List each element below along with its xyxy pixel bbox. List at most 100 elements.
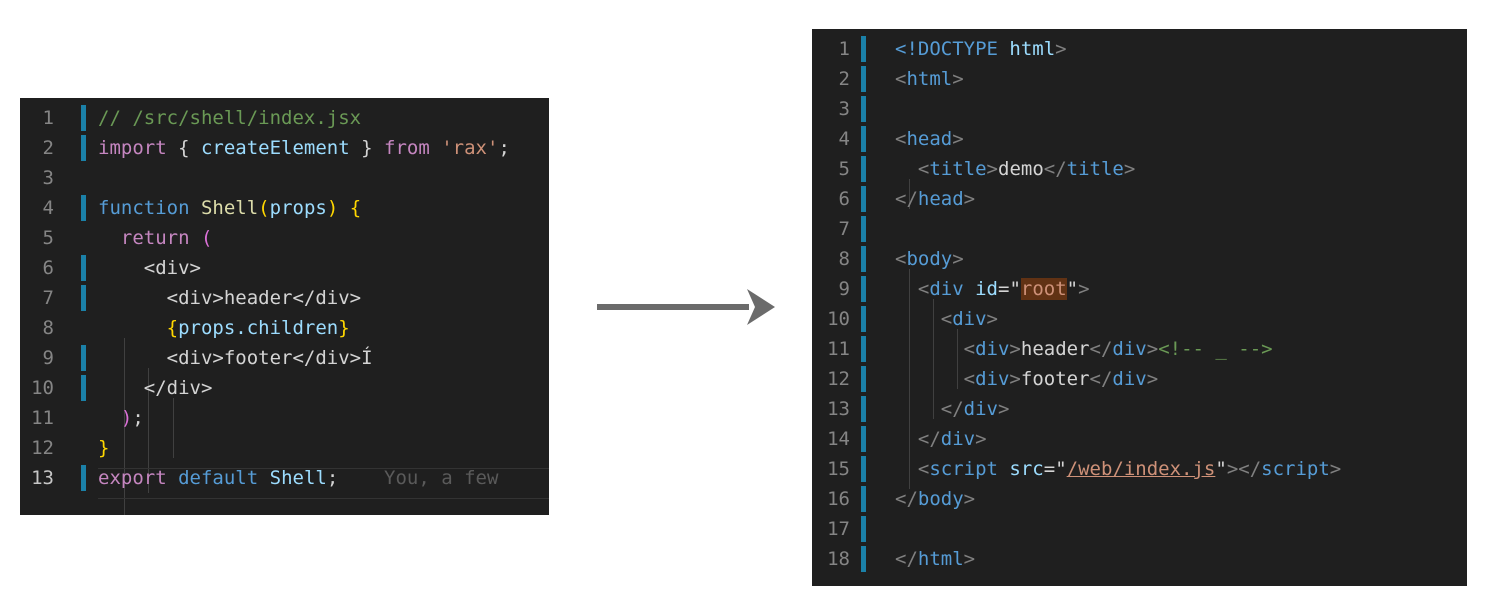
code-line[interactable]: 11 );: [20, 403, 549, 433]
git-change-marker[interactable]: [861, 126, 866, 152]
code-line[interactable]: 3: [812, 94, 1467, 124]
git-change-marker[interactable]: [861, 66, 866, 92]
code-line[interactable]: 8<body>: [812, 244, 1467, 274]
code-line[interactable]: 7: [812, 214, 1467, 244]
tag-bracket: >: [986, 308, 998, 330]
git-change-marker[interactable]: [861, 426, 866, 452]
line-number[interactable]: 8: [42, 317, 54, 339]
code-line[interactable]: 14 </div>: [812, 424, 1467, 454]
code-line[interactable]: 12}: [20, 433, 549, 463]
code-line[interactable]: 9 <div>footer</div>Í: [20, 343, 549, 373]
line-number[interactable]: 12: [31, 437, 54, 459]
git-change-marker[interactable]: [861, 486, 866, 512]
git-change-marker[interactable]: [861, 546, 866, 572]
git-change-marker[interactable]: [81, 375, 86, 401]
keyword-default: default: [178, 467, 259, 489]
line-number[interactable]: 15: [827, 458, 850, 480]
git-change-marker[interactable]: [861, 456, 866, 482]
line-number[interactable]: 2: [42, 137, 54, 159]
line-number[interactable]: 5: [838, 158, 850, 180]
code-line[interactable]: 15 <script src="/web/index.js"></script>: [812, 454, 1467, 484]
code-line[interactable]: 9 <div id="root">: [812, 274, 1467, 304]
git-change-marker[interactable]: [861, 336, 866, 362]
line-number[interactable]: 6: [42, 257, 54, 279]
line-number[interactable]: 12: [827, 368, 850, 390]
code-line[interactable]: 13 </div>: [812, 394, 1467, 424]
line-number[interactable]: 2: [838, 68, 850, 90]
code-line[interactable]: 11 <div>header</div><!-- _ -->: [812, 334, 1467, 364]
line-number[interactable]: 7: [42, 287, 54, 309]
jsx-tag: <div>: [166, 287, 224, 309]
code-line[interactable]: 18</html>: [812, 544, 1467, 574]
line-code: <div>footer</div>: [895, 364, 1159, 394]
line-number[interactable]: 10: [827, 308, 850, 330]
script-src-link[interactable]: /web/index.js: [1066, 458, 1216, 480]
code-line[interactable]: 17: [812, 514, 1467, 544]
code-line[interactable]: 10 </div>: [20, 373, 549, 403]
line-number[interactable]: 13: [827, 398, 850, 420]
code-line[interactable]: 12 <div>footer</div>: [812, 364, 1467, 394]
jsx-tag: </div>: [292, 347, 362, 369]
line-number[interactable]: 9: [838, 278, 850, 300]
git-change-marker[interactable]: [861, 516, 866, 542]
code-line[interactable]: 7 <div>header</div>: [20, 283, 549, 313]
line-number[interactable]: 5: [42, 227, 54, 249]
git-change-marker[interactable]: [861, 216, 866, 242]
code-line[interactable]: 10 <div>: [812, 304, 1467, 334]
line-number[interactable]: 10: [31, 377, 54, 399]
line-code: function Shell(props) {: [98, 193, 361, 223]
code-line[interactable]: 1<!DOCTYPE html>: [812, 34, 1467, 64]
line-number[interactable]: 1: [42, 107, 54, 129]
git-change-marker[interactable]: [861, 306, 866, 332]
git-change-marker[interactable]: [861, 246, 866, 272]
line-number[interactable]: 14: [827, 428, 850, 450]
line-number[interactable]: 6: [838, 188, 850, 210]
code-line[interactable]: 4 function Shell(props) {: [20, 193, 549, 223]
code-line[interactable]: 6 <div>: [20, 253, 549, 283]
git-change-marker[interactable]: [861, 396, 866, 422]
line-number[interactable]: 4: [838, 128, 850, 150]
git-change-marker[interactable]: [861, 366, 866, 392]
code-line[interactable]: 5 <title>demo</title>: [812, 154, 1467, 184]
code-line[interactable]: 6</head>: [812, 184, 1467, 214]
line-number[interactable]: 3: [42, 167, 54, 189]
git-change-marker[interactable]: [81, 105, 86, 131]
git-change-marker[interactable]: [81, 135, 86, 161]
tag-name: script: [1261, 458, 1330, 480]
line-number[interactable]: 3: [838, 98, 850, 120]
git-change-marker[interactable]: [81, 285, 86, 311]
line-number[interactable]: 11: [31, 407, 54, 429]
git-change-marker[interactable]: [81, 255, 86, 281]
code-line[interactable]: 3: [20, 163, 549, 193]
git-change-marker[interactable]: [861, 186, 866, 212]
code-line[interactable]: 1// /src/shell/index.jsx: [20, 103, 549, 133]
tag-bracket: >: [1078, 278, 1090, 300]
git-change-marker[interactable]: [81, 465, 86, 491]
git-change-marker[interactable]: [81, 345, 86, 371]
code-line[interactable]: 2<html>: [812, 64, 1467, 94]
line-number[interactable]: 1: [838, 38, 850, 60]
code-line[interactable]: 16</body>: [812, 484, 1467, 514]
line-number[interactable]: 4: [42, 197, 54, 219]
git-change-marker[interactable]: [861, 156, 866, 182]
git-change-marker[interactable]: [861, 276, 866, 302]
line-number[interactable]: 13: [31, 467, 54, 489]
git-change-marker[interactable]: [861, 36, 866, 62]
line-code: <title>demo</title>: [895, 154, 1135, 184]
git-change-marker[interactable]: [81, 195, 86, 221]
code-line[interactable]: 4<head>: [812, 124, 1467, 154]
git-change-marker[interactable]: [861, 96, 866, 122]
code-line[interactable]: 5 return (: [20, 223, 549, 253]
line-number[interactable]: 11: [827, 338, 850, 360]
line-number[interactable]: 16: [827, 488, 850, 510]
line-number[interactable]: 7: [838, 218, 850, 240]
line-number[interactable]: 18: [827, 548, 850, 570]
code-line[interactable]: 8 {props.children}: [20, 313, 549, 343]
line-number[interactable]: 9: [42, 347, 54, 369]
line-number[interactable]: 17: [827, 518, 850, 540]
line-number[interactable]: 8: [838, 248, 850, 270]
